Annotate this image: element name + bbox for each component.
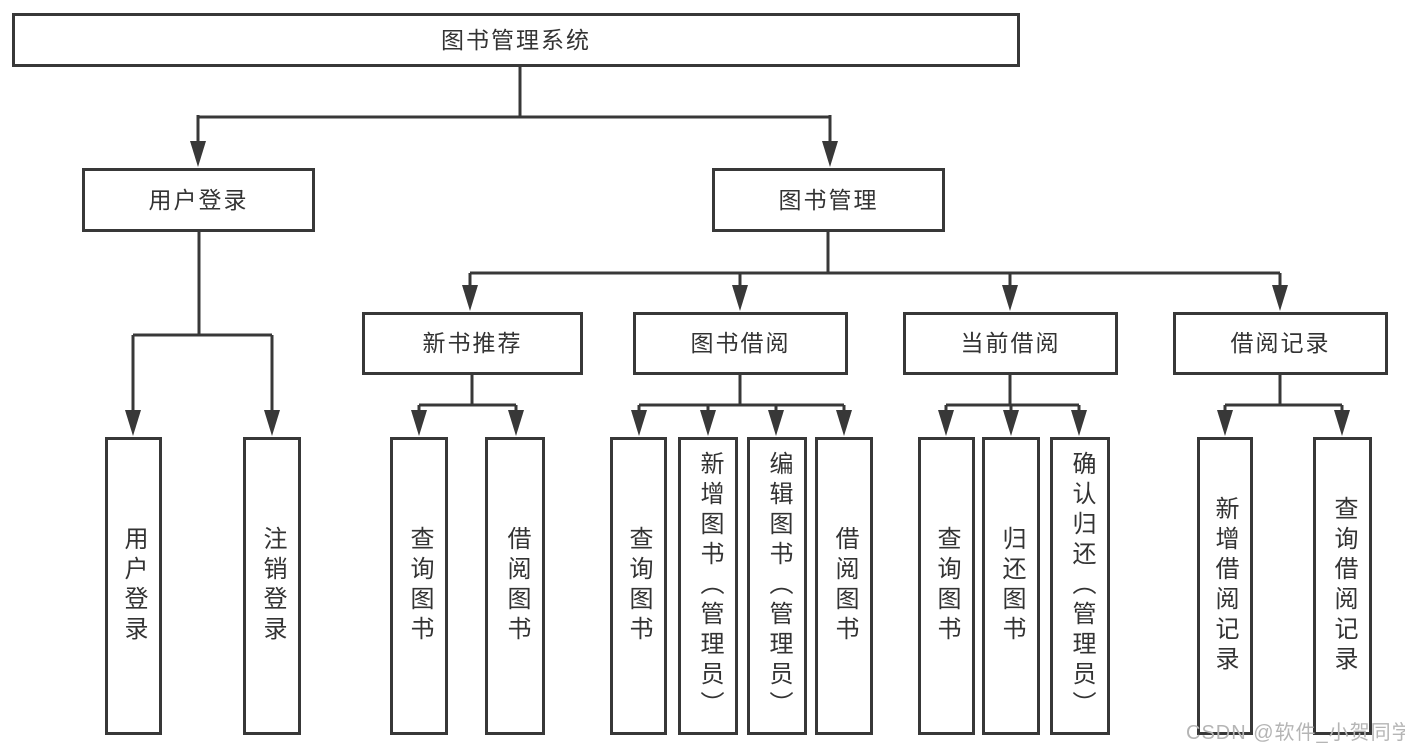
node-book-management: 图书管理: [712, 168, 945, 232]
arrow-icon: [938, 410, 954, 436]
node-borrow-records: 借阅记录: [1173, 312, 1388, 375]
arrow-icon: [190, 141, 206, 167]
leaf-cb-return-books: 归还图书: [982, 437, 1040, 735]
arrow-icon: [768, 410, 784, 436]
arrowheads: [125, 141, 1350, 436]
watermark: CSDN @软件_小贺同学: [1186, 722, 1405, 744]
branch-lines: [131, 67, 1344, 414]
arrow-icon: [411, 410, 427, 436]
leaf-cb-confirm-return-admin: 确认归还（管理员）: [1050, 437, 1110, 735]
arrow-icon: [732, 285, 748, 311]
arrow-icon: [1003, 410, 1019, 436]
leaf-bb-add-books-admin: 新增图书（管理员）: [678, 437, 738, 735]
leaf-nb-borrow-books: 借阅图书: [485, 437, 545, 735]
arrow-icon: [1002, 285, 1018, 311]
arrow-icon: [1334, 410, 1350, 436]
leaf-br-add-record: 新增借阅记录: [1197, 437, 1253, 735]
leaf-br-query-record: 查询借阅记录: [1313, 437, 1372, 735]
arrow-icon: [1217, 410, 1233, 436]
arrow-icon: [264, 410, 280, 436]
node-current-borrow: 当前借阅: [903, 312, 1118, 375]
arrow-icon: [462, 285, 478, 311]
node-book-borrow: 图书借阅: [633, 312, 848, 375]
leaf-bb-edit-books-admin: 编辑图书（管理员）: [747, 437, 807, 735]
node-user-login: 用户登录: [82, 168, 315, 232]
arrow-icon: [822, 141, 838, 167]
leaf-nb-query-books: 查询图书: [390, 437, 448, 735]
node-new-book-recommend: 新书推荐: [362, 312, 583, 375]
leaf-bb-borrow-books: 借阅图书: [815, 437, 873, 735]
arrow-icon: [508, 410, 524, 436]
leaf-cb-query-books: 查询图书: [918, 437, 975, 735]
arrow-icon: [700, 410, 716, 436]
arrow-icon: [836, 410, 852, 436]
arrow-icon: [125, 410, 141, 436]
leaf-logout: 注销登录: [243, 437, 301, 735]
leaf-user-login: 用户登录: [105, 437, 162, 735]
leaf-bb-query-books: 查询图书: [610, 437, 667, 735]
arrow-icon: [631, 410, 647, 436]
arrow-icon: [1272, 285, 1288, 311]
arrow-icon: [1071, 410, 1087, 436]
node-root: 图书管理系统: [12, 13, 1020, 67]
